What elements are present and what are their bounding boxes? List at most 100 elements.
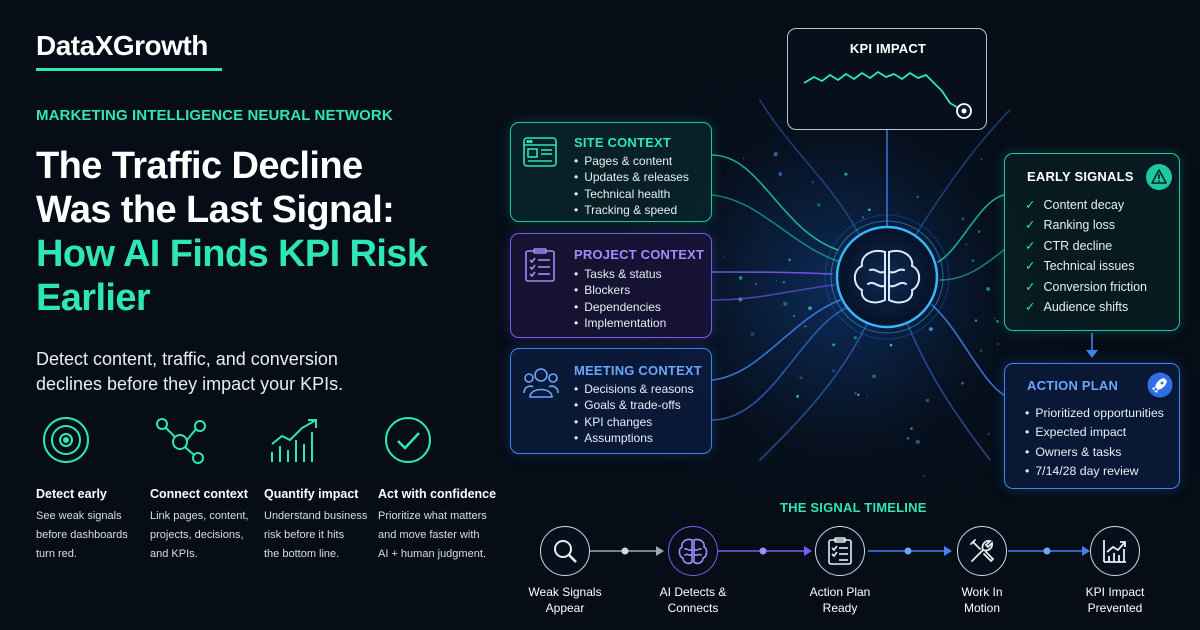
list-item: Blockers	[574, 282, 666, 298]
growth-chart-icon	[271, 419, 317, 462]
timeline-label-line: Appear	[545, 601, 585, 615]
particle	[793, 314, 796, 317]
connector-early-signals-2	[939, 249, 1005, 281]
timeline-label-line: Weak Signals	[528, 585, 602, 599]
project-context-list: Tasks & status Blockers Dependencies Imp…	[574, 266, 666, 331]
timeline-label-line: Connects	[667, 601, 719, 615]
feature-description: See weak signals before dashboards turn …	[36, 507, 151, 564]
list-item: Implementation	[574, 315, 666, 331]
particle	[773, 152, 778, 157]
tools-icon	[970, 539, 995, 563]
particle	[986, 287, 990, 291]
eyebrow-text: MARKETING INTELLIGENCE NEURAL NETWORK	[36, 107, 393, 124]
feature-title: Connect context	[150, 487, 248, 501]
check-circle-icon	[385, 417, 431, 463]
meeting-context-list: Decisions & reasons Goals & trade-offs K…	[574, 381, 693, 446]
particle	[782, 280, 786, 284]
particle	[775, 280, 778, 282]
timeline-connectors	[590, 546, 1090, 556]
site-context-card: SITE CONTEXT Pages & content Updates & r…	[510, 122, 712, 222]
timeline-step-action-plan: Action Plan Ready	[790, 526, 890, 616]
feature-desc-line: See weak signals	[36, 510, 122, 522]
connector-site-context-2	[711, 194, 841, 263]
warning-triangle-icon	[1146, 164, 1172, 190]
browser-window-icon	[523, 137, 557, 167]
list-item: Tasks & status	[574, 266, 666, 282]
list-item: 7/14/28 day review	[1025, 462, 1164, 481]
kpi-impact-card: KPI IMPACT	[787, 28, 987, 130]
meeting-context-title: MEETING CONTEXT	[574, 363, 702, 378]
particle	[964, 243, 968, 246]
connector-meeting-context-2	[711, 307, 847, 421]
brand-logo: DataXGrowth	[36, 30, 208, 61]
site-context-list: Pages & content Updates & releases Techn…	[574, 153, 689, 218]
brand-underline	[36, 68, 222, 71]
connector-action-plan	[931, 304, 1005, 396]
site-context-title: SITE CONTEXT	[574, 135, 672, 150]
feature-description: Understand business risk before it hits …	[264, 507, 379, 564]
feature-title: Act with confidence	[378, 487, 497, 501]
feature-desc-line: Link pages, content,	[150, 510, 249, 522]
feature-desc-line: turn red.	[36, 548, 77, 560]
list-item: Tracking & speed	[574, 202, 689, 218]
feature-desc-line: projects, decisions,	[150, 529, 244, 541]
particle	[889, 343, 893, 347]
feature-desc-line: and KPIs.	[150, 548, 198, 560]
particle	[866, 396, 868, 398]
particle	[857, 393, 860, 396]
connector-lower-branch	[759, 317, 871, 461]
particle	[832, 343, 836, 347]
particle	[778, 172, 783, 176]
timeline-step-circle	[668, 526, 718, 576]
particle	[783, 301, 788, 306]
lede-paragraph: Detect content, traffic, and conversion …	[36, 347, 476, 397]
feature-description: Link pages, content, projects, decisions…	[150, 507, 265, 564]
action-plan-title: ACTION PLAN	[1027, 378, 1119, 393]
network-nodes-icon	[156, 418, 206, 464]
particle	[816, 203, 821, 207]
people-icon	[523, 368, 559, 398]
timeline-label-line: Action Plan	[809, 585, 871, 599]
feature-desc-line: risk before it hits	[264, 529, 345, 541]
feature-act-with-confidence: Act with confidence Prioritize what matt…	[378, 414, 497, 564]
bar-trend-icon	[1103, 540, 1126, 563]
particle	[872, 374, 876, 379]
meeting-context-card: MEETING CONTEXT Decisions & reasons Goal…	[510, 348, 712, 454]
particle	[853, 336, 858, 340]
particle	[910, 427, 913, 430]
list-item: Updates & releases	[574, 169, 689, 185]
lede-line-2: declines before they impact your KPIs.	[36, 374, 344, 394]
feature-desc-line: Understand business	[264, 510, 368, 522]
particle	[971, 259, 975, 262]
timeline-label-line: AI Detects &	[659, 585, 727, 599]
feature-detect-early: Detect early See weak signals before das…	[36, 414, 151, 564]
feature-desc-line: Prioritize what matters	[378, 510, 487, 522]
project-context-card: PROJECT CONTEXT Tasks & status Blockers …	[510, 233, 712, 338]
list-item: Owners & tasks	[1025, 443, 1164, 462]
particle	[738, 276, 743, 280]
brain-icon	[853, 250, 921, 304]
list-item: Audience shifts	[1025, 297, 1147, 317]
list-item: Expected impact	[1025, 423, 1164, 442]
connector-meeting-context	[711, 299, 841, 381]
kpi-impact-title: KPI IMPACT	[849, 41, 927, 56]
timeline-step-label: AI Detects & Connects	[643, 584, 743, 616]
action-plan-card: ACTION PLAN Prioritized opportunities Ex…	[1004, 363, 1180, 489]
list-item: Technical health	[574, 186, 689, 202]
particle-field	[722, 152, 1000, 478]
connector-lower-branch-2	[904, 317, 991, 461]
connector-upper-branch	[759, 99, 861, 237]
headline-accent-line-1: How AI Finds KPI Risk	[36, 233, 428, 275]
signals-to-action-arrow	[1086, 333, 1098, 358]
particle	[742, 157, 744, 159]
page-headline: The Traffic Decline Was the Last Signal:…	[36, 144, 496, 320]
particle	[993, 317, 996, 320]
timeline-title: THE SIGNAL TIMELINE	[780, 500, 927, 515]
timeline-step-label: KPI Impact Prevented	[1065, 584, 1165, 616]
particle	[928, 327, 933, 332]
magnifier-icon	[554, 540, 577, 563]
list-item: Dependencies	[574, 299, 666, 315]
list-item: Conversion friction	[1025, 277, 1147, 297]
timeline-step-kpi-prevented: KPI Impact Prevented	[1065, 526, 1165, 616]
